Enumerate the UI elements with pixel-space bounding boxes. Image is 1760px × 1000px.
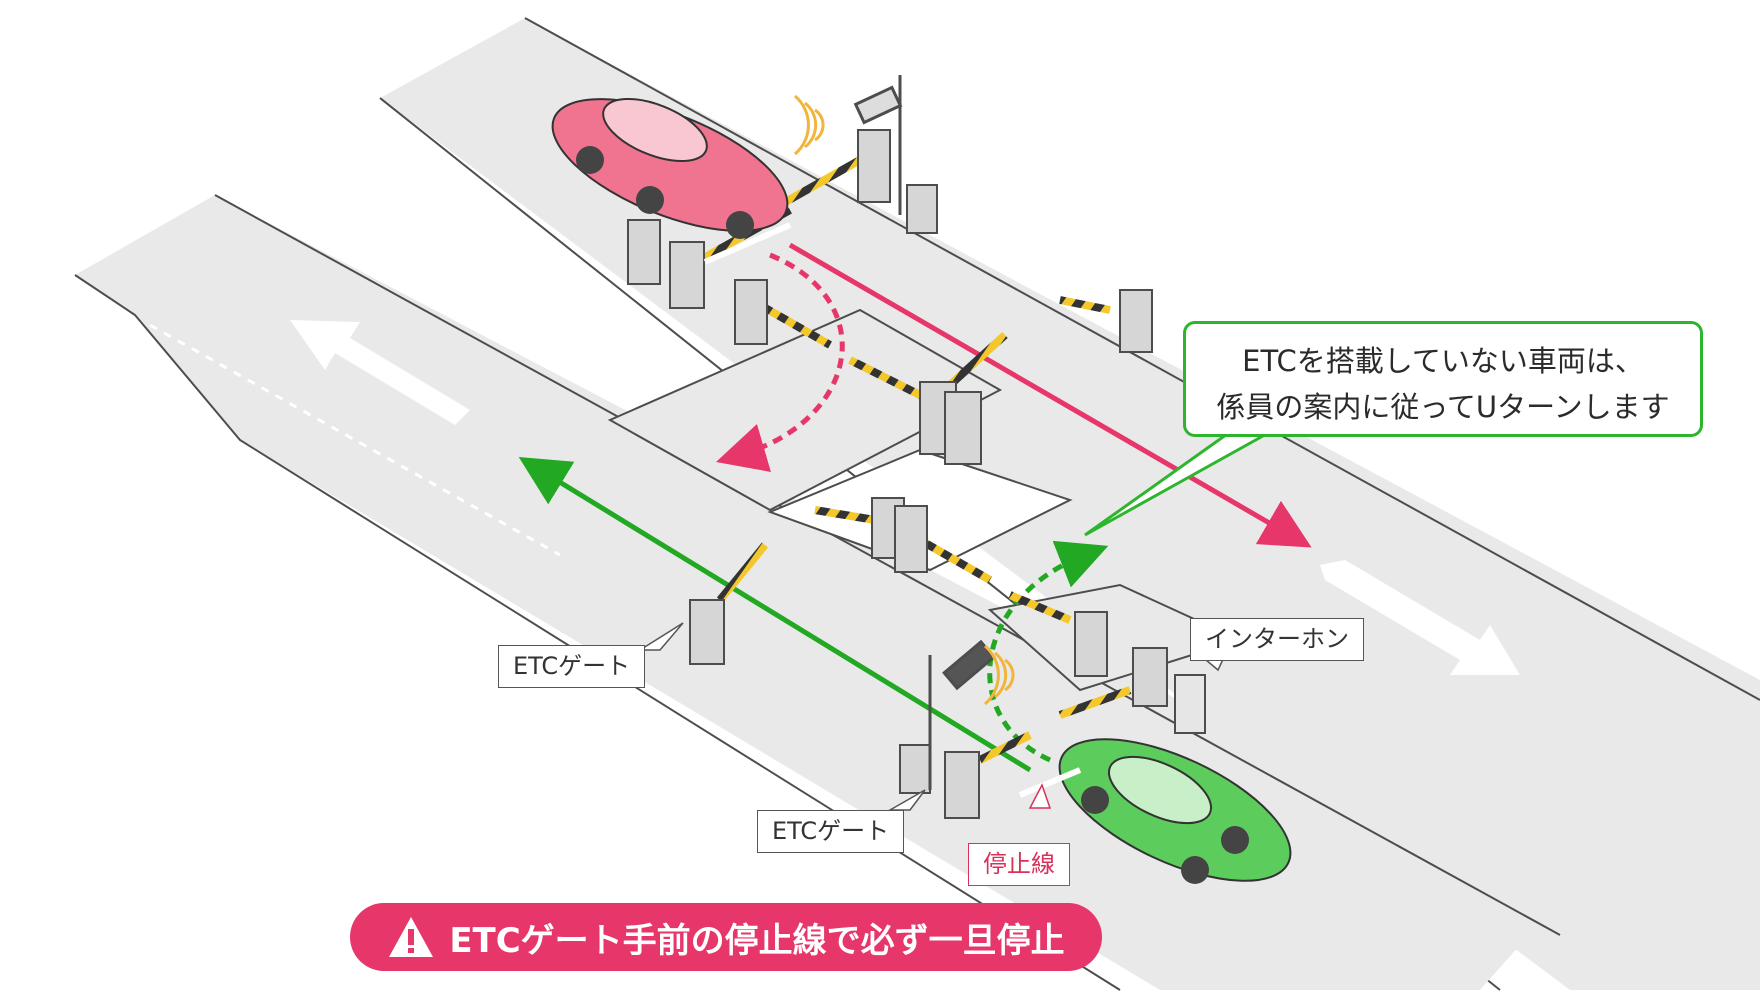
u-turn-area (607, 308, 1003, 512)
antenna-poles (853, 75, 996, 790)
direction-arrow-right (1320, 560, 1520, 675)
pink-car (551, 97, 789, 239)
red-route-line (788, 242, 1312, 548)
etc-gate-upper-label: ETCゲート (498, 645, 646, 688)
direction-arrow-left (290, 320, 470, 425)
uturn-callout: ETCを搭載していない車両は、 係員の案内に従ってUターンします (1183, 321, 1703, 437)
stop-line-lower (1018, 767, 1082, 798)
stop-line-label: 停止線 (968, 843, 1070, 886)
banner-text: ETCゲート手前の停止線で必ず一旦停止 (449, 920, 1065, 961)
etc-gate-lower-label: ETCゲート (757, 810, 905, 853)
uturn-callout-line2: 係員の案内に従ってUターンします (1216, 390, 1670, 424)
red-uturn-dashed (716, 252, 845, 472)
green-car (1058, 738, 1292, 884)
uturn-callout-line1: ETCを搭載していない車両は、 (1242, 344, 1644, 378)
signal-waves (794, 94, 1015, 706)
warning-icon (389, 917, 434, 957)
stop-line-upper (703, 222, 792, 265)
intercom-label: インターホン (1190, 618, 1364, 661)
stop-warning-banner: ETCゲート手前の停止線で必ず一旦停止 (350, 903, 1102, 971)
toll-booths (627, 129, 1206, 819)
green-route-line (518, 456, 1032, 773)
